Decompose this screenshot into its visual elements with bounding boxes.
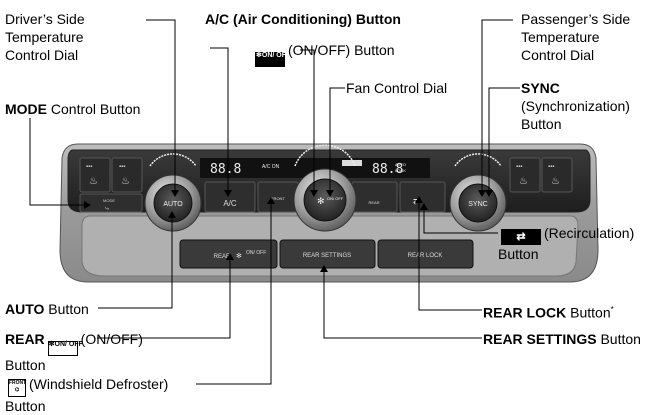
sync-callout: SYNC (Synchronization) Button <box>521 79 630 133</box>
auto-callout-rest: Button <box>44 301 89 317</box>
auto-button[interactable] <box>153 183 193 223</box>
seat-vent-icon: ♨ <box>121 176 130 187</box>
sync-callout-title: SYNC <box>521 80 560 96</box>
passenger-seat-vent-button[interactable] <box>541 157 573 193</box>
rear-button-label: REAR <box>214 254 231 260</box>
fan-onoff-label: ON/ OFF <box>327 196 344 201</box>
mode-label: MODE <box>103 198 115 203</box>
auto-label: AUTO <box>163 201 183 208</box>
passenger-seat-heat-button[interactable] <box>509 157 541 193</box>
recirculation-callout-icon: ⇄ <box>501 229 541 245</box>
rear-onoff-button[interactable] <box>179 239 278 269</box>
passenger-vent-indicator: ▪▪▪ <box>548 164 554 170</box>
windshield-defroster-icon: FRONT⌬ <box>8 379 26 397</box>
rear-callout-bold: REAR <box>5 331 45 347</box>
passenger-temp-line2: Temperature <box>521 29 600 45</box>
onoff-callout: ✻ON/ OFF(ON/OFF) Button <box>252 41 395 67</box>
mode-callout-rest: Control Button <box>47 101 141 117</box>
fan-icon: ✻ <box>317 196 325 206</box>
rear-settings-callout-bold: REAR SETTINGS <box>483 331 597 347</box>
rear-lock-callout: REAR LOCK Button* <box>483 301 614 322</box>
auto-callout: AUTO Button <box>5 300 89 318</box>
sync-callout-line3: Button <box>521 116 562 132</box>
rear-lock-label: REAR LOCK <box>408 253 443 259</box>
defrost-callout-button: Button <box>5 398 46 414</box>
seat-heat-indicator: ▪▪▪ <box>86 164 92 170</box>
recirculation-button[interactable] <box>399 181 446 213</box>
fan-onoff-icon: ✻ON/ OFF <box>255 52 290 67</box>
rear-lock-button[interactable] <box>377 239 474 269</box>
rear-settings-callout-rest: Button <box>596 331 641 347</box>
passenger-vent-icon: ♨ <box>551 176 560 187</box>
rear-callout-rest: (ON/OFF) <box>80 331 143 347</box>
display-auto: AUTO <box>395 162 406 167</box>
defrost-callout-text: (Windshield Defroster) <box>29 376 169 392</box>
rear-onoff-small-label: ON/ OFF <box>246 250 266 256</box>
rear-lock-callout-bold: REAR LOCK <box>483 304 567 321</box>
display-fan-bar <box>342 160 362 166</box>
sync-label: SYNC <box>468 201 487 208</box>
driver-temp-line2: Temperature <box>5 29 84 45</box>
driver-seat-vent-button[interactable] <box>111 157 143 193</box>
callout-lines <box>29 19 520 385</box>
display-screen <box>200 158 430 178</box>
rear-callout-button: Button <box>5 357 46 373</box>
arrowheads <box>84 190 493 272</box>
rear-callout: REAR✻ON/ OFF(ON/OFF) Button <box>5 330 143 374</box>
ac-button[interactable] <box>204 181 256 213</box>
front-defrost-label: FRONT <box>271 196 285 201</box>
driver-seat-heat-button[interactable] <box>79 157 111 193</box>
ac-callout-text: A/C (Air Conditioning) Button <box>205 11 401 27</box>
rear-settings-button[interactable] <box>279 239 376 269</box>
rear-settings-callout: REAR SETTINGS Button <box>483 330 641 348</box>
mode-callout-bold: MODE <box>5 101 47 117</box>
recirc-callout-button: Button <box>498 246 539 262</box>
ac-label: A/C <box>223 199 237 208</box>
recirc-callout: ⇄(Recirculation) Button <box>498 224 634 263</box>
control-panel: REAR ✻ ON/ OFF REAR SETTINGS REAR LOCK ▪… <box>59 143 599 283</box>
mode-callout: MODE Control Button <box>5 100 140 118</box>
passenger-temp-scale <box>454 153 502 167</box>
sync-callout-line2: (Synchronization) <box>521 98 630 114</box>
display-lock: LOCK <box>395 168 406 173</box>
rear-settings-label: REAR SETTINGS <box>303 253 351 259</box>
seat-vent-indicator: ▪▪▪ <box>119 164 125 170</box>
passenger-temp-callout: Passenger’s Side Temperature Control Dia… <box>521 10 630 64</box>
driver-temp-callout: Driver’s Side Temperature Control Dial <box>5 10 85 64</box>
recirc-callout-text: (Recirculation) <box>544 225 635 241</box>
passenger-heat-icon: ♨ <box>519 176 528 187</box>
rear-lock-footnote-mark: * <box>610 305 614 314</box>
driver-temp-line1: Driver’s Side <box>5 11 85 27</box>
defrost-callout: FRONT⌬(Windshield Defroster) Button <box>5 375 168 415</box>
rear-onoff-icon: ✻ON/ OFF <box>47 341 83 356</box>
driver-temp-line3: Control Dial <box>5 47 79 63</box>
auto-callout-bold: AUTO <box>5 301 45 317</box>
display-right-temp: 88.8 <box>372 162 403 177</box>
mode-button[interactable] <box>79 193 143 213</box>
rear-lock-callout-rest: Button <box>566 304 611 321</box>
rear-defrost-label: REAR <box>368 200 379 205</box>
seat-heat-icon: ♨ <box>89 176 98 187</box>
passenger-heat-indicator: ▪▪▪ <box>516 164 522 170</box>
fan-callout: Fan Control Dial <box>346 79 447 97</box>
onoff-callout-text: (ON/OFF) Button <box>288 42 395 58</box>
display-acon: A/C ON <box>262 164 280 170</box>
passenger-temp-line3: Control Dial <box>521 47 595 63</box>
rear-defrost-button[interactable] <box>351 181 398 213</box>
rear-fan-icon: ✻ <box>236 252 242 260</box>
fan-scale <box>294 144 356 167</box>
driver-temp-scale <box>149 153 197 167</box>
mode-icon: ⤷ <box>105 205 109 212</box>
display-left-temp: 88.8 <box>210 162 241 177</box>
passenger-temp-line1: Passenger’s Side <box>521 11 631 27</box>
ac-callout: A/C (Air Conditioning) Button <box>205 10 401 28</box>
fan-callout-text: Fan Control Dial <box>346 80 448 96</box>
